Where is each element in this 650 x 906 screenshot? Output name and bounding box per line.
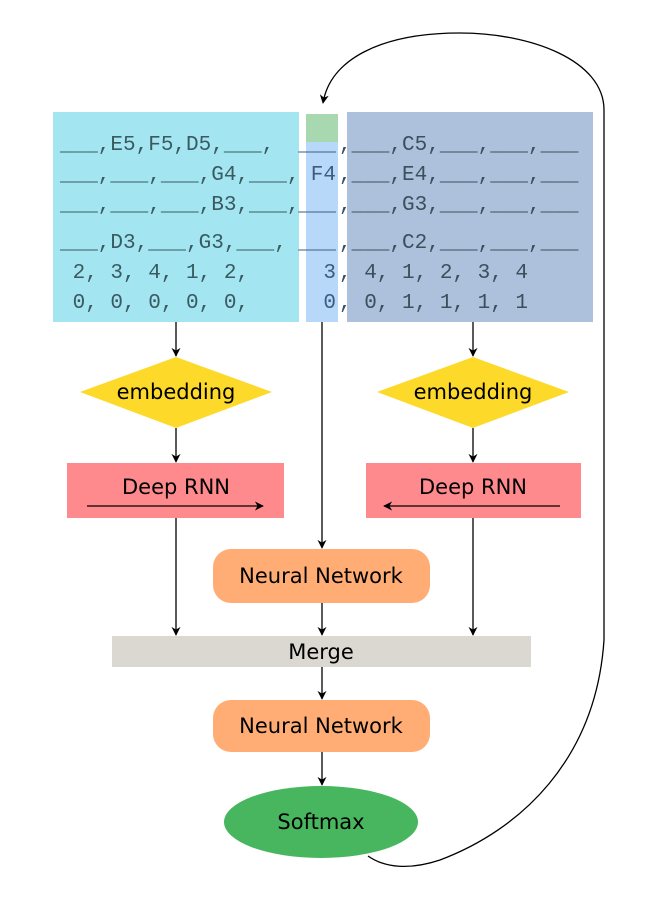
middle-sequence-text: ___ F4 ___ ___ 3 0 [297, 134, 336, 315]
left-row: ___,E5,F5,D5,___, [59, 134, 274, 157]
left-row: ___,D3,___,G3,___, [59, 232, 287, 255]
right-row: ,___,C5,___,___,___ [339, 134, 579, 157]
feedback-arrow-softmax-to-target [319, 32, 605, 868]
middle-cell: 0 [323, 292, 336, 315]
middle-cell: ___ [297, 134, 336, 157]
middle-cell: ___ [297, 194, 336, 217]
neural-network-bottom-box [213, 700, 430, 752]
embedding-left-label: embedding [117, 380, 236, 404]
target-cell [306, 114, 338, 142]
deep-rnn-right-box [366, 463, 581, 518]
right-row: ,___,C2,___,___,___ [339, 232, 579, 255]
embedding-right-label: embedding [414, 380, 533, 404]
deep-rnn-left-label: Deep RNN [122, 475, 230, 499]
embedding-right-shape [377, 357, 569, 428]
right-row: ,___,E4,___,___,___ [339, 164, 579, 187]
deep-rnn-right-label: Deep RNN [419, 475, 527, 499]
left-row: ___,___,___,B3,___, [59, 194, 299, 217]
left-context-panel [53, 112, 299, 322]
right-row: ,___,G3,___,___,___ [339, 194, 579, 217]
softmax-label: Softmax [277, 810, 364, 834]
embedding-left-shape [80, 357, 272, 428]
neural-network-top-label: Neural Network [239, 564, 403, 588]
neural-network-top-box [213, 549, 430, 603]
right-sequence-text: ,___,C5,___,___,___ ,___,E4,___,___,___ … [339, 134, 579, 315]
left-row: ___,___,___,G4,___, [59, 164, 299, 187]
left-row: 0, 0, 0, 0, 0, [60, 292, 249, 315]
left-row: 2, 3, 4, 1, 2, [60, 262, 249, 285]
merge-label: Merge [288, 640, 354, 664]
right-context-panel [347, 112, 593, 322]
left-sequence-text: ___,E5,F5,D5,___, ___,___,___,G4,___, __… [59, 134, 299, 315]
middle-cell: F4 [311, 164, 336, 187]
deep-rnn-left-box [67, 463, 284, 518]
softmax-shape [224, 786, 418, 858]
middle-cell: 3 [323, 262, 336, 285]
right-row: , 4, 1, 2, 3, 4 [339, 262, 528, 285]
merge-box [112, 636, 531, 667]
right-row: , 0, 1, 1, 1, 1 [339, 292, 528, 315]
neural-network-bottom-label: Neural Network [239, 714, 403, 738]
middle-cell: ___ [297, 232, 336, 255]
target-column [306, 142, 338, 322]
